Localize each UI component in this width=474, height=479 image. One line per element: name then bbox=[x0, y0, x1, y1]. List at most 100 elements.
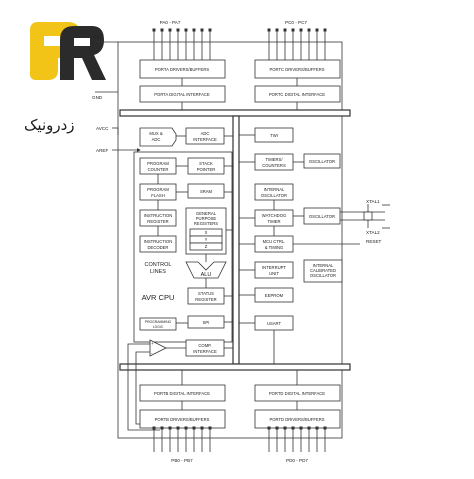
mux-adc-label-1: MUX & bbox=[149, 131, 162, 136]
xtal2-label: XTAL2 bbox=[366, 230, 380, 235]
interrupt-unit-label-2: UNIT bbox=[269, 271, 279, 276]
logo-text: زدرونیک bbox=[24, 116, 75, 134]
oscillator-top-block bbox=[303, 153, 341, 169]
cpu-frame bbox=[133, 151, 233, 343]
portc-digital-block bbox=[254, 85, 341, 103]
port-a-pin-pad bbox=[152, 28, 156, 32]
port-b-pin-pad bbox=[160, 426, 164, 430]
watchdog-timer-label-2: TIMER bbox=[267, 219, 280, 224]
data-bus-bottom bbox=[119, 363, 351, 371]
control-lines-label-2: LINES bbox=[150, 269, 166, 275]
crystal-section: XTAL1 XTAL2 RESET bbox=[340, 199, 390, 244]
port-b-pin-pad bbox=[208, 426, 212, 430]
internal-calibrated-oscillator-label-3: OSCILLATOR bbox=[310, 273, 336, 278]
avcc-label: AVCC bbox=[96, 126, 109, 131]
stack-pointer-label-2: POINTER bbox=[197, 167, 216, 172]
port-d-pin-pad bbox=[307, 426, 311, 430]
program-flash-label-2: FLASH bbox=[151, 193, 165, 198]
sram-block bbox=[187, 183, 225, 199]
internal-calibrated-oscillator-label-2: CALIBRATED bbox=[310, 268, 336, 273]
port-c-pins bbox=[267, 28, 327, 60]
alu-label: ALU bbox=[201, 272, 212, 278]
analog-comparator bbox=[149, 339, 167, 357]
vcc-label: VCC bbox=[92, 34, 102, 39]
comp-interface-label-2: INTERFACE bbox=[193, 349, 217, 354]
port-d-pin-pad bbox=[323, 426, 327, 430]
mcu-ctrl-label-2: & TIMING bbox=[265, 245, 284, 250]
comp-interface-label-1: COMP. bbox=[198, 343, 211, 348]
port-d-label: PD0 - PD7 bbox=[286, 458, 308, 463]
logo-inner-cut bbox=[44, 36, 60, 46]
twi-label: TWI bbox=[270, 133, 278, 138]
comp-minus-label: - bbox=[151, 351, 153, 356]
port-a-label: PA0 - PA7 bbox=[160, 20, 181, 25]
stack-pointer-label-1: STACK bbox=[199, 161, 213, 166]
port-a-pin-pad bbox=[168, 28, 172, 32]
port-d-pin-pad bbox=[275, 426, 279, 430]
portb-digital-block bbox=[139, 384, 226, 402]
instruction-register-label-2: REGISTER bbox=[147, 219, 168, 224]
programming-logic-label-2: LOGIC bbox=[153, 325, 164, 329]
porta-drivers-block bbox=[139, 59, 226, 79]
oscillator-top-label: OSCILLATOR bbox=[309, 159, 335, 164]
reg-y-label: Y bbox=[205, 237, 208, 242]
portb-digital-label: PORTB DIGITAL INTERFACE bbox=[154, 391, 210, 396]
port-a-pin-pad bbox=[176, 28, 180, 32]
timers-counters-label-1: TIMERS/ bbox=[266, 157, 284, 162]
program-counter-label-2: COUNTER bbox=[148, 167, 169, 172]
gp-registers-label-1: GENERAL bbox=[196, 211, 217, 216]
port-d-pin-pad bbox=[267, 426, 271, 430]
timers-counters-label-2: COUNTERS bbox=[262, 163, 286, 168]
adc-interface-label-1: ADC bbox=[201, 131, 210, 136]
program-flash-label-1: PROGRAM bbox=[147, 187, 169, 192]
programming-logic-block bbox=[139, 317, 177, 331]
port-b-pin-pad bbox=[152, 426, 156, 430]
usart-label: USART bbox=[267, 321, 282, 326]
port-b-pins bbox=[152, 426, 212, 452]
status-register-label-1: STATUS bbox=[198, 291, 214, 296]
reg-z-cell bbox=[189, 242, 223, 251]
sram-label: SRAM bbox=[200, 189, 213, 194]
instruction-register-label-1: INSTRUCTION bbox=[144, 213, 173, 218]
avr-cpu-label: AVR CPU bbox=[142, 293, 175, 302]
port-d-pin-pad bbox=[283, 426, 287, 430]
gp-registers-label-2: PURPOSE bbox=[196, 216, 217, 221]
adc-interface-label-2: INTERFACE bbox=[193, 137, 217, 142]
internal-calibrated-oscillator-label-1: INTERNAL bbox=[313, 263, 334, 268]
internal-calibrated-oscillator-block bbox=[303, 259, 343, 283]
comp-plus-label: + bbox=[151, 341, 154, 346]
port-c-pin-pad bbox=[299, 28, 303, 32]
port-d-pin-pad bbox=[315, 426, 319, 430]
port-b-label: PB0 - PB7 bbox=[171, 458, 193, 463]
port-b-pin-pad bbox=[200, 426, 204, 430]
porta-drivers-label: PORTA DRIVERS/BUFFERS bbox=[155, 67, 209, 72]
port-c-pin-pad bbox=[283, 28, 287, 32]
interrupt-unit-label-1: INTERRUPT bbox=[262, 265, 286, 270]
gnd-label: GND bbox=[92, 95, 103, 100]
program-counter-label-1: PROGRAM bbox=[147, 161, 169, 166]
port-b-pin-pad bbox=[176, 426, 180, 430]
port-c-pin-pad bbox=[307, 28, 311, 32]
gp-registers-label-3: REGISTERS bbox=[194, 221, 218, 226]
brand-logo: زدرونیک bbox=[24, 22, 106, 134]
porta-digital-block bbox=[139, 85, 226, 103]
portb-drivers-label: PORTB DRIVERS/BUFFERS bbox=[155, 417, 210, 422]
portd-digital-block bbox=[254, 384, 341, 402]
port-c-pin-pad bbox=[267, 28, 271, 32]
port-c-label: PC0 - PC7 bbox=[285, 20, 307, 25]
reg-z-label: Z bbox=[205, 244, 208, 249]
portd-digital-label: PORTD DIGITAL INTERFACE bbox=[269, 391, 325, 396]
chip-outline bbox=[117, 41, 343, 439]
port-a-pin-pad bbox=[208, 28, 212, 32]
reset-label: RESET bbox=[366, 239, 382, 244]
porta-digital-label: PORTA DIGITAL INTERFACE bbox=[154, 92, 210, 97]
programming-logic-label-1: PROGRAMMING bbox=[145, 320, 172, 324]
portb-drivers-block bbox=[139, 409, 226, 429]
status-register-label-2: REGISTER bbox=[195, 297, 216, 302]
port-a-pins bbox=[152, 28, 212, 60]
portd-drivers-block bbox=[254, 409, 341, 429]
control-lines-label-1: CONTROL bbox=[145, 262, 172, 268]
port-a-pin-pad bbox=[184, 28, 188, 32]
